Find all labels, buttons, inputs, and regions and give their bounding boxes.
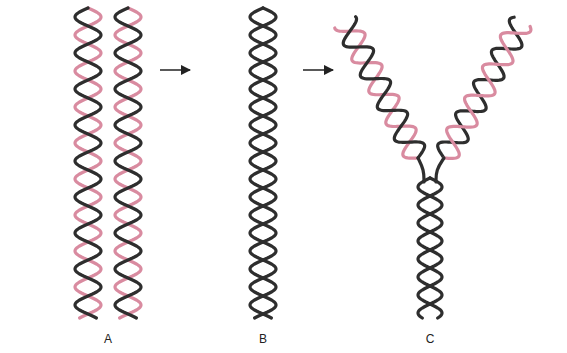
dna-helix [115,8,141,318]
dna-helix [250,8,276,318]
panel-label: A [96,332,120,346]
dna-helix [75,8,101,318]
dna-helix [444,26,531,158]
dna-helix [250,8,276,318]
dna-helix [418,178,442,318]
dna-helix [115,8,141,318]
fork-junction [436,158,444,182]
dna-helix [343,17,424,158]
panel-label: B [251,332,275,346]
process-arrow [303,69,333,71]
dna-helix [418,178,442,318]
dna-helix [75,8,101,318]
process-arrow [160,69,190,71]
panel-label: C [418,332,442,346]
fork-junction [418,158,424,182]
